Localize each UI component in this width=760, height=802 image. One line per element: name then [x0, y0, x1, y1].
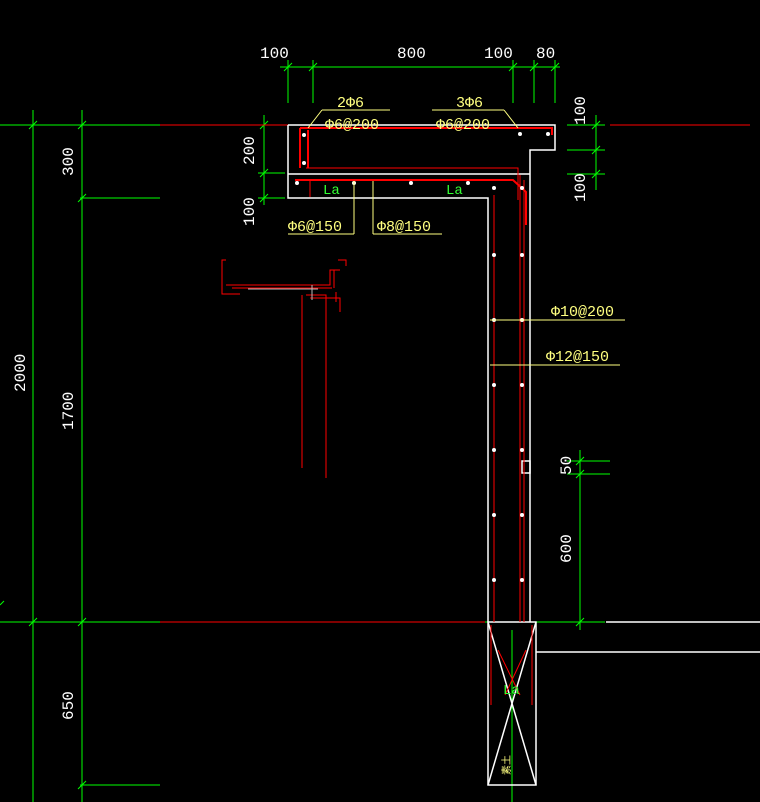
rebar-dot — [409, 181, 413, 185]
label-top-left-stirrup: Φ6@200 — [325, 117, 379, 134]
rebar-dot — [492, 253, 496, 257]
label-wall-lower: Φ12@150 — [546, 349, 609, 366]
left-dim-total: 2000 — [12, 354, 30, 392]
top-dim-1: 100 — [260, 45, 289, 63]
rebar-dot — [520, 383, 524, 387]
rebar-layout — [221, 127, 553, 705]
rebar-labels: 2Φ6 Φ6@200 3Φ6 Φ6@200 Φ6@150 Φ8@150 Φ10@… — [288, 95, 614, 366]
rebar-dot — [520, 253, 524, 257]
right-top-dim-2: 100 — [572, 173, 590, 202]
anchorage-labels: La La La — [323, 183, 520, 699]
rebar-dot — [520, 186, 524, 190]
rebar-dot — [492, 513, 496, 517]
label-slab-right: Φ8@150 — [377, 219, 431, 236]
leader-lines — [288, 109, 625, 366]
concrete-outline — [287, 124, 760, 786]
right-top-dim-1: 100 — [572, 96, 590, 125]
top-dim-4: 80 — [536, 45, 555, 63]
rebar-dot — [492, 448, 496, 452]
rebar-dot — [466, 181, 470, 185]
rebar-dot — [518, 132, 522, 136]
rebar-dot — [302, 133, 306, 137]
label-top-right-stirrup: Φ6@200 — [436, 117, 490, 134]
left-dim-middle: 1700 — [60, 392, 78, 430]
rebar-dot — [520, 578, 524, 582]
reference-lines — [160, 124, 750, 623]
rebar-dot — [546, 132, 550, 136]
left-dim-lower: 650 — [60, 691, 78, 720]
rebar-dot — [492, 186, 496, 190]
label-wall-upper: Φ10@200 — [551, 304, 614, 321]
right-lower-dim-1: 50 — [558, 456, 576, 475]
anchorage-label-1: La — [323, 183, 340, 199]
top-dim-3: 100 — [484, 45, 513, 63]
rebar-dot — [520, 448, 524, 452]
cap-dim-1: 200 — [241, 136, 259, 165]
detail-grey — [248, 285, 318, 300]
anchorage-label-3: La — [503, 683, 520, 699]
rebar-dot — [295, 181, 299, 185]
right-lower-dim-2: 600 — [558, 534, 576, 563]
rebar-dot — [492, 578, 496, 582]
rebar-dot — [302, 161, 306, 165]
rebar-dot — [520, 513, 524, 517]
dimension-labels: 100 800 100 80 100 100 200 100 2000 300 … — [12, 45, 590, 720]
soil-label: 素土 — [500, 755, 513, 775]
label-top-right-count: 3Φ6 — [456, 95, 483, 112]
rebar-dots — [295, 132, 550, 582]
cap-dim-2: 100 — [241, 197, 259, 226]
label-top-left-count: 2Φ6 — [337, 95, 364, 112]
left-dim-upper: 300 — [60, 147, 78, 176]
top-dim-2: 800 — [397, 45, 426, 63]
label-slab-left: Φ6@150 — [288, 219, 342, 236]
anchorage-label-2: La — [446, 183, 463, 199]
rebar-dot — [492, 383, 496, 387]
